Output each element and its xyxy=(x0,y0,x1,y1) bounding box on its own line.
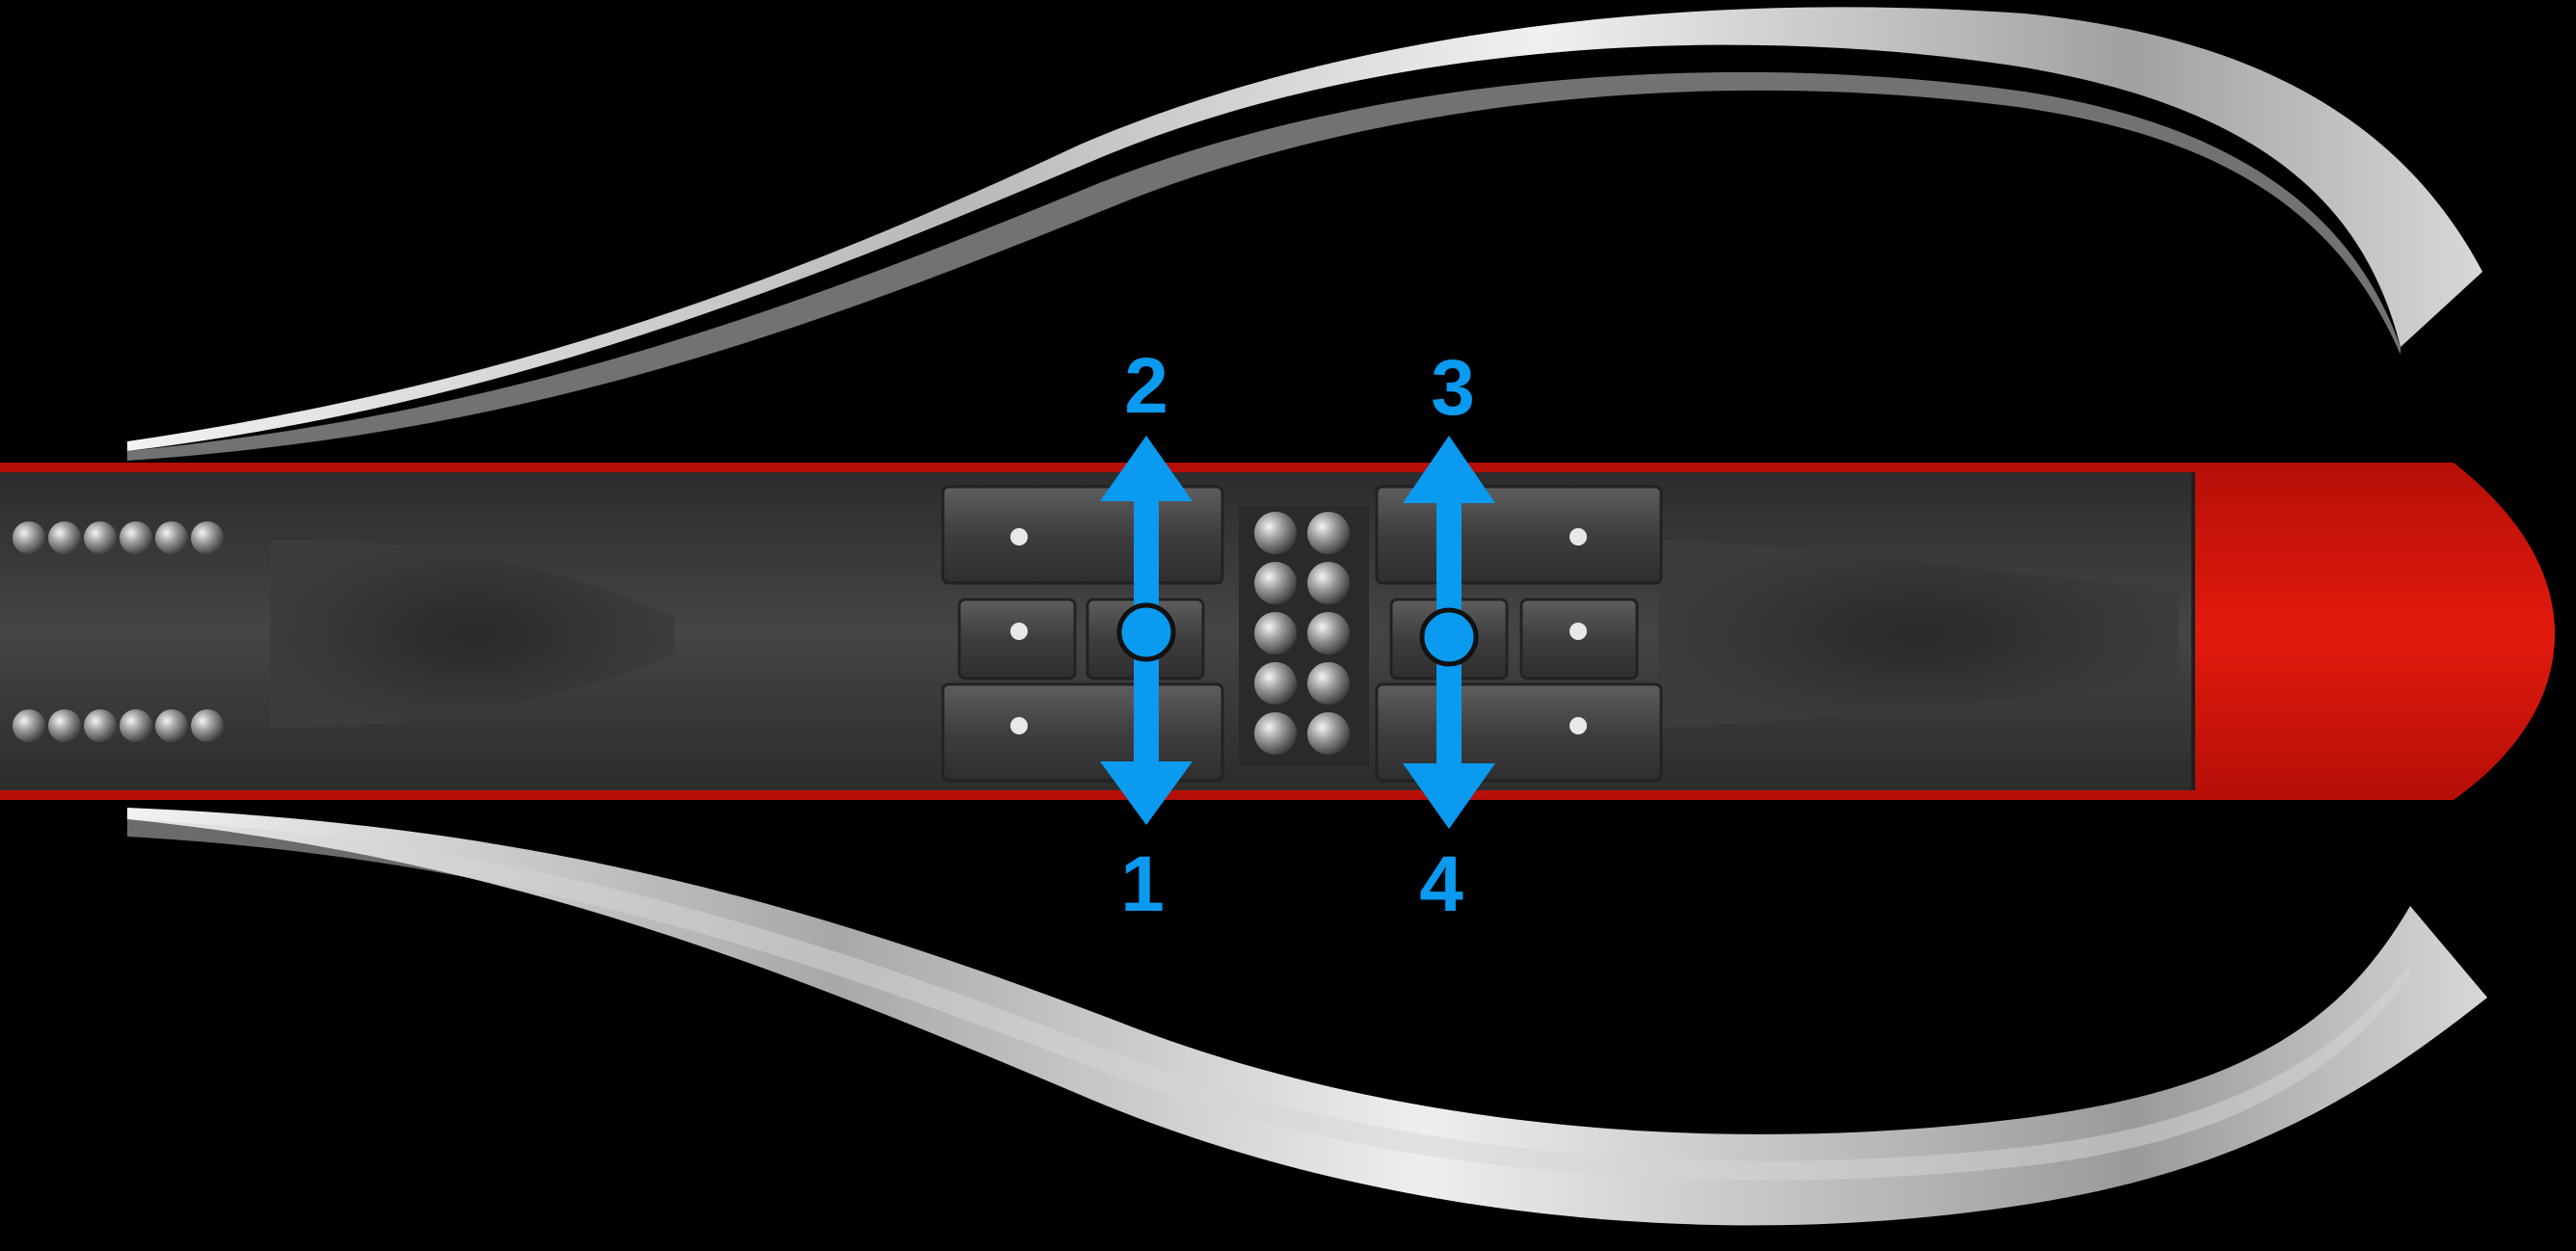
marker-label-4: 4 xyxy=(1419,840,1463,928)
marker-label-2: 2 xyxy=(1124,342,1168,430)
pivot-dot-icon xyxy=(1116,602,1176,662)
ball-icon xyxy=(155,521,188,554)
screw-dot-icon xyxy=(1570,717,1587,734)
marker-group-left: 2 1 xyxy=(1100,342,1193,928)
marker-label-1: 1 xyxy=(1120,840,1165,928)
screw-dot-icon xyxy=(1570,623,1587,640)
screw-dot-icon xyxy=(1010,528,1028,546)
screw-dot-icon xyxy=(1570,528,1587,546)
left-ball-rows xyxy=(13,521,224,742)
ball-icon xyxy=(1307,712,1350,755)
ball-icon xyxy=(1254,712,1297,755)
ball-icon xyxy=(1254,512,1297,554)
pivot-dot-icon xyxy=(1419,607,1479,667)
ball-icon xyxy=(48,709,81,742)
ball-icon xyxy=(13,709,45,742)
ball-icon xyxy=(191,709,224,742)
lower-metal-arm xyxy=(127,808,2487,1226)
ball-icon xyxy=(1307,612,1350,654)
ball-icon xyxy=(48,521,81,554)
double-headed-arrow-icon xyxy=(1100,436,1193,825)
ball-icon xyxy=(155,709,188,742)
ball-icon xyxy=(120,709,152,742)
ball-icon xyxy=(84,709,117,742)
ball-icon xyxy=(84,521,117,554)
ball-icon xyxy=(1254,662,1297,705)
ball-icon xyxy=(1254,612,1297,654)
ball-icon xyxy=(1307,512,1350,554)
double-headed-arrow-icon xyxy=(1403,436,1495,829)
ball-icon xyxy=(1254,562,1297,604)
ball-icon xyxy=(13,521,45,554)
screw-dot-icon xyxy=(1010,717,1028,734)
center-ball-cluster xyxy=(1239,506,1369,766)
screw-dot-icon xyxy=(1010,623,1028,640)
upper-metal-arm xyxy=(127,7,2482,462)
ball-icon xyxy=(191,521,224,554)
ball-icon xyxy=(1307,662,1350,705)
ball-icon xyxy=(120,521,152,554)
ball-icon xyxy=(1307,562,1350,604)
marker-label-3: 3 xyxy=(1431,344,1475,432)
marker-group-right: 3 4 xyxy=(1403,344,1495,928)
